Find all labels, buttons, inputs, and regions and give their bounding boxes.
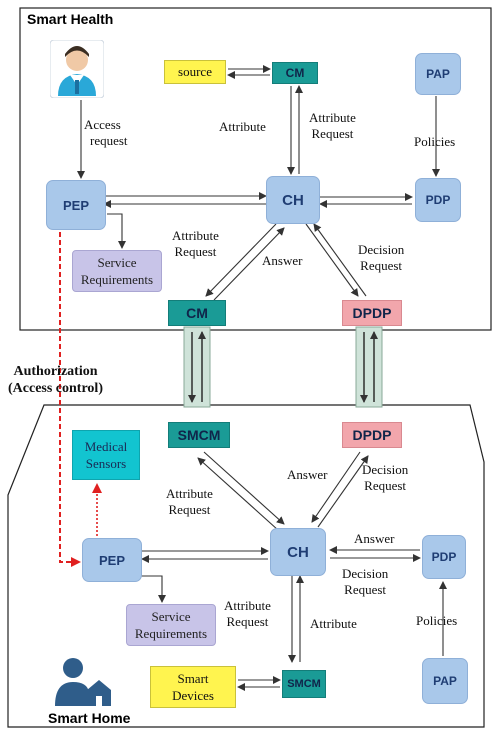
- home-user-icon: [53, 654, 111, 708]
- attribute-label-health: Attribute: [219, 119, 266, 134]
- dpdp-node-home: DPDP: [342, 422, 402, 448]
- cm-node-top: CM: [272, 62, 318, 84]
- ch-node-home: CH: [270, 528, 326, 576]
- service-requirements-home-line1: Service: [151, 609, 191, 624]
- pdp-node-health: PDP: [415, 178, 461, 222]
- smart-devices-node: Smart Devices: [150, 666, 236, 708]
- answer-label-home-right: Answer: [354, 531, 395, 546]
- pdp-node-home: PDP: [422, 535, 466, 579]
- medical-sensors-node: Medical Sensors: [72, 430, 140, 480]
- service-requirements-home-line2: Requirements: [134, 626, 208, 641]
- cm-node-bottom: CM: [168, 300, 226, 326]
- service-requirements-line1: Service: [97, 255, 137, 270]
- pep-node-home: PEP: [82, 538, 142, 582]
- ch-node-health: CH: [266, 176, 320, 224]
- smart-home-frame: [7, 404, 485, 728]
- service-requirements-home: Service Requirements: [126, 604, 216, 646]
- attribute-request-left-label: Attribute Request: [172, 228, 219, 259]
- decision-request-label-home-right: Decision Request: [342, 566, 389, 597]
- decision-request-label-health: Decision Request: [358, 242, 405, 273]
- answer-label-health: Answer: [262, 253, 303, 268]
- dpdp-channel: [355, 326, 383, 408]
- attribute-request-label-home-lower: Attribute Request: [224, 598, 271, 629]
- smart-devices-line1: Smart: [177, 671, 209, 686]
- access-request-label: Access request: [84, 117, 128, 148]
- service-requirements-line2: Requirements: [80, 272, 154, 287]
- service-requirements-health: Service Requirements: [72, 250, 162, 292]
- smart-home-title: Smart Home: [48, 710, 131, 726]
- smcm-node-bottom: SMCM: [282, 670, 326, 698]
- authorization-label: Authorization (Access control): [8, 364, 103, 396]
- attribute-label-home: Attribute: [310, 616, 357, 631]
- smart-devices-line2: Devices: [172, 688, 214, 703]
- doctor-icon: [49, 39, 105, 99]
- attribute-request-label-health: Attribute Request: [309, 110, 356, 141]
- smart-health-frame: [19, 7, 492, 331]
- attribute-request-label-home-upper: Attribute Request: [166, 486, 213, 517]
- medical-sensors-line1: Medical: [84, 439, 128, 454]
- source-node: source: [164, 60, 226, 84]
- answer-label-home-upper: Answer: [287, 467, 328, 482]
- smart-health-title: Smart Health: [27, 11, 114, 27]
- pep-node-health: PEP: [46, 180, 106, 230]
- policies-label-health: Policies: [414, 134, 456, 149]
- policies-label-home: Policies: [416, 613, 458, 628]
- decision-request-label-home-upper: Decision Request: [362, 462, 409, 493]
- cm-smcm-channel: [183, 326, 211, 408]
- smcm-node-top: SMCM: [168, 422, 230, 448]
- authorization-path: [59, 232, 81, 567]
- dpdp-node-health: DPDP: [342, 300, 402, 326]
- pap-node-home: PAP: [422, 658, 468, 704]
- medical-sensors-line2: Sensors: [85, 456, 127, 471]
- pap-node-health: PAP: [415, 53, 461, 95]
